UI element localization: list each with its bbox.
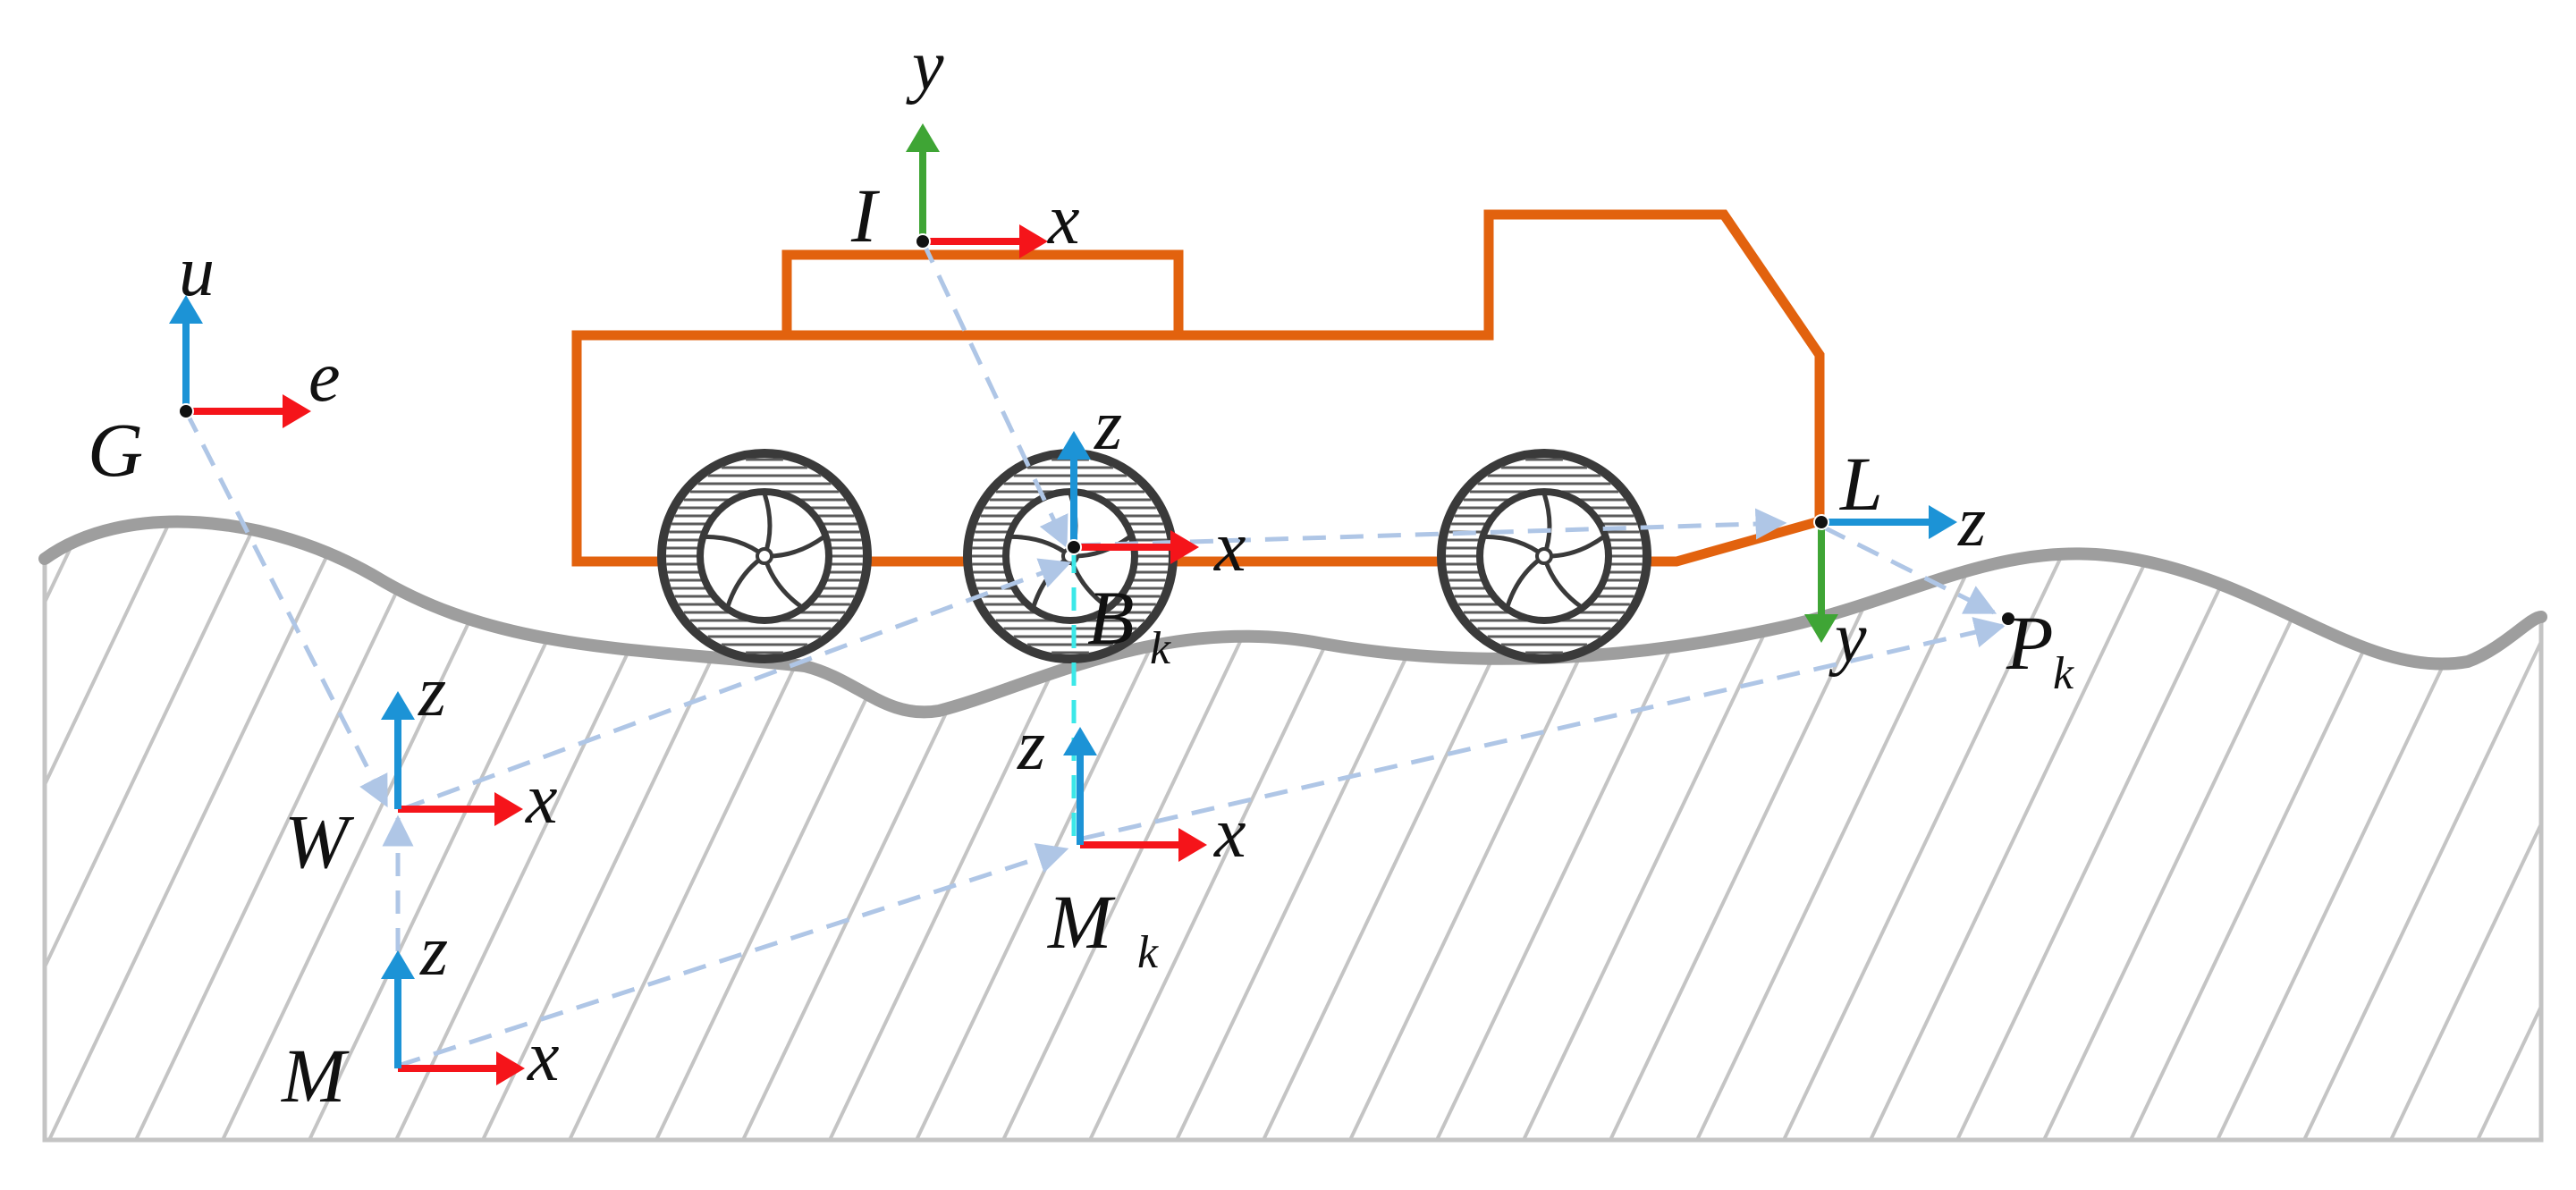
point-P-label: P xyxy=(2006,600,2054,686)
vehicle-roof-box xyxy=(781,249,1184,335)
wheels xyxy=(657,449,1651,663)
frame-B-label: B xyxy=(1087,575,1135,661)
arrow-icon xyxy=(398,792,523,826)
frame-I-label: I xyxy=(850,173,880,258)
tread-lines xyxy=(666,458,863,654)
arrow-icon xyxy=(1804,522,1838,643)
frame-origin xyxy=(1066,539,1082,555)
frame-G: Ge u xyxy=(88,232,341,493)
hatch-line xyxy=(0,501,6,1140)
arrow-icon xyxy=(398,1051,525,1085)
axis-z-label: z xyxy=(1957,483,1986,561)
arrow-M-to-Mk xyxy=(397,843,1069,1068)
axis-x-label: x xyxy=(1213,508,1246,587)
arrow-L-to-P xyxy=(1822,525,1997,615)
arrow-Mk-to-P xyxy=(1081,617,2006,841)
frame-origin xyxy=(915,233,931,249)
vehicle-body xyxy=(571,209,1825,567)
frame-Mk-label: M xyxy=(1046,879,1116,965)
hub xyxy=(1535,547,1553,565)
hatch-line xyxy=(2302,521,2541,1140)
hatch-line xyxy=(308,521,615,1140)
hatch-line xyxy=(1695,521,2003,1140)
wheel-middle xyxy=(963,449,1178,663)
hatch-line xyxy=(1955,521,2263,1140)
wheel-front xyxy=(1437,449,1651,663)
arrow-I-to-B xyxy=(920,240,1068,549)
arrow-icon xyxy=(381,950,415,1068)
hatch-line xyxy=(221,521,528,1140)
axis-x-label: x xyxy=(525,760,558,839)
arrow-icon xyxy=(1057,431,1091,547)
hatch-line xyxy=(1869,521,2176,1140)
relation-arrows xyxy=(183,240,2006,1068)
axis-x-label: x xyxy=(1047,181,1080,259)
axis-z-label: z xyxy=(1017,706,1045,785)
arrow-icon xyxy=(1074,530,1199,564)
frame-G-label: G xyxy=(88,407,143,493)
tread-lines xyxy=(1446,458,1643,654)
axis-x-label: x xyxy=(527,1017,560,1096)
terrain-surface xyxy=(38,515,2547,719)
arrow-icon xyxy=(169,295,203,411)
point-P-subscript: k xyxy=(2053,648,2074,699)
hatch-line xyxy=(2476,521,2541,1140)
wheel-rear xyxy=(657,449,872,663)
hatch-line xyxy=(45,521,268,1140)
axis-e-label: e xyxy=(308,338,341,417)
ground-hatch xyxy=(0,501,2576,1140)
axis-u-label: u xyxy=(179,232,215,311)
hatch-line xyxy=(2129,521,2437,1140)
frame-origin xyxy=(2000,611,2016,627)
arrow-icon xyxy=(906,123,940,241)
axis-y-label: y xyxy=(1829,599,1867,678)
arrow-icon xyxy=(1063,727,1097,845)
arrow-B-to-L xyxy=(1077,508,1787,548)
axis-y-label: y xyxy=(906,27,944,105)
hatch-line xyxy=(2564,501,2576,1140)
arrow-icon xyxy=(1080,828,1207,862)
hub xyxy=(756,547,773,565)
frame-M-label: M xyxy=(280,1033,350,1118)
frame-origin xyxy=(1813,514,1829,530)
frame-B-subscript: k xyxy=(1150,623,1171,674)
hatch-line xyxy=(134,521,442,1140)
frame-L-label: L xyxy=(1838,441,1883,527)
hatch-line xyxy=(2389,521,2541,1140)
axis-z-label: z xyxy=(418,653,446,731)
hatch-line xyxy=(47,521,355,1140)
hatch-line xyxy=(2042,521,2350,1140)
axis-x-label: x xyxy=(1213,794,1246,873)
hatch-line xyxy=(1782,521,2090,1140)
arrow-icon xyxy=(381,691,415,809)
axis-z-label: z xyxy=(1094,386,1122,465)
ground-outline xyxy=(42,559,2544,1143)
arrow-icon xyxy=(1821,505,1957,539)
arrow-icon xyxy=(186,394,311,428)
frame-Mk-subscript: k xyxy=(1137,927,1159,978)
axis-z-label: z xyxy=(419,912,448,991)
arrow-icon xyxy=(923,224,1048,258)
frame-W-label: W xyxy=(284,798,355,884)
arrow-W-to-B xyxy=(401,558,1072,812)
hatch-line xyxy=(45,521,182,1140)
vehicle-chassis xyxy=(571,209,1825,567)
frame-origin xyxy=(178,403,194,419)
